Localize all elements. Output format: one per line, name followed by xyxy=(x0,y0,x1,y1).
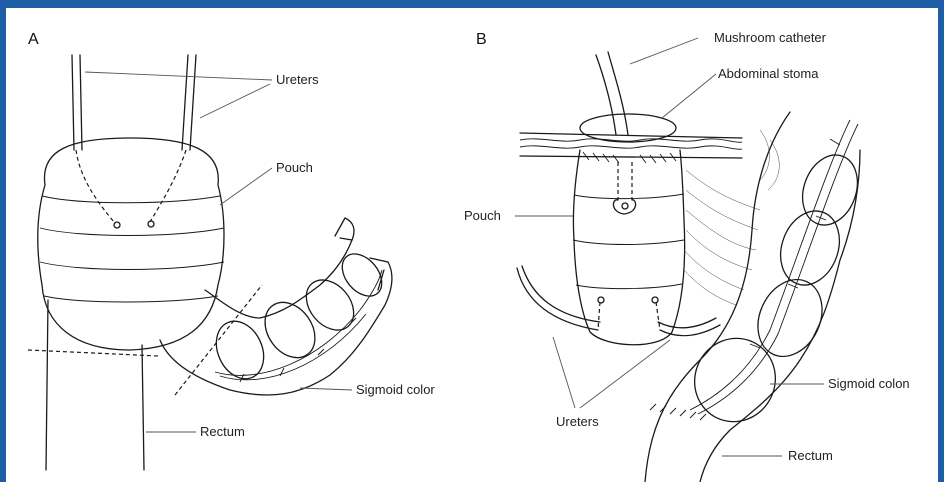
panel-a-label-ureters: Ureters xyxy=(276,72,319,87)
panel-b-catheter-leader xyxy=(630,38,698,64)
panel-a-sigmoid-leader xyxy=(300,388,352,390)
panel-a-label-rectum: Rectum xyxy=(200,424,245,439)
panel-b-label-mushroom-catheter: Mushroom catheter xyxy=(714,30,827,45)
panel-a-label-pouch: Pouch xyxy=(276,160,313,175)
panel-b-abdominal-wall-drawing xyxy=(520,133,742,158)
panel-b-pouch-drawing xyxy=(573,150,685,345)
panel-b-label-abdominal-stoma: Abdominal stoma xyxy=(718,66,819,81)
panel-a-letter: A xyxy=(28,31,39,48)
panel-b-sigmoid-drawing xyxy=(645,112,867,482)
panel-b-stoma-leader xyxy=(662,74,716,118)
panel-a-label-sigmoid: Sigmoid color xyxy=(356,382,435,397)
panel-a-ureters-drawing xyxy=(72,55,196,150)
panel-a-rectum-drawing xyxy=(46,300,144,470)
panel-b: B xyxy=(464,30,910,482)
panel-b-label-rectum: Rectum xyxy=(788,448,833,463)
panel-b-catheter-drawing xyxy=(596,52,636,214)
figure-frame: A xyxy=(6,8,938,482)
panel-a: A xyxy=(28,31,435,470)
panel-a-pouch-leader xyxy=(220,168,272,205)
panel-b-label-ureters: Ureters xyxy=(556,414,599,429)
surgical-illustration: A xyxy=(6,8,938,482)
panel-b-ureters-leader xyxy=(553,337,670,408)
panel-b-letter: B xyxy=(476,31,487,48)
panel-b-label-sigmoid: Sigmoid colon xyxy=(828,376,910,391)
panel-b-mesentery-shading xyxy=(684,130,779,305)
panel-b-ureters-drawing xyxy=(517,266,720,336)
panel-a-pouch-drawing xyxy=(38,138,224,350)
panel-a-ureters-leader xyxy=(85,72,272,118)
panel-b-stoma-drawing xyxy=(580,114,676,142)
panel-b-label-pouch: Pouch xyxy=(464,208,501,223)
panel-a-sigmoid-drawing xyxy=(160,218,392,395)
